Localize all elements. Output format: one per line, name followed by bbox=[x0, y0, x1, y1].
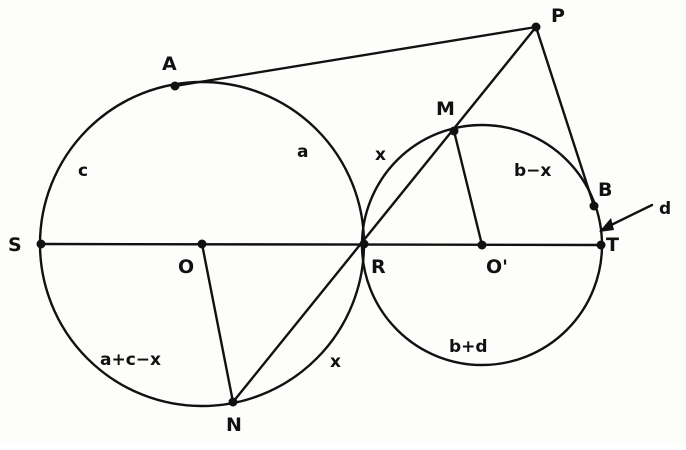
arc-label-a: a bbox=[297, 142, 308, 162]
point-N bbox=[228, 397, 238, 407]
label-A: A bbox=[162, 53, 177, 75]
secant-PN bbox=[231, 25, 538, 404]
point-O-prime bbox=[477, 240, 487, 250]
segment-PB bbox=[534, 25, 596, 208]
point-R bbox=[359, 239, 369, 249]
label-P: P bbox=[551, 5, 565, 27]
radius-O-prime-M bbox=[452, 129, 484, 247]
point-B bbox=[589, 201, 599, 211]
label-O-prime: O' bbox=[486, 256, 508, 278]
label-B: B bbox=[598, 179, 612, 201]
arc-label-x-upper: x bbox=[375, 145, 386, 165]
arc-label-a-plus-c-minus-x: a+c−x bbox=[100, 350, 161, 370]
point-A bbox=[170, 81, 180, 91]
label-M: M bbox=[436, 98, 455, 120]
arc-label-x-lower: x bbox=[330, 352, 341, 372]
label-O: O bbox=[178, 256, 194, 278]
point-O bbox=[197, 239, 207, 249]
point-T bbox=[596, 240, 606, 250]
arc-label-c: c bbox=[78, 161, 88, 181]
point-S bbox=[36, 239, 46, 249]
arc-label-d: d bbox=[659, 199, 671, 219]
arc-label-b-plus-d: b+d bbox=[449, 337, 488, 357]
radius-ON bbox=[200, 242, 235, 404]
point-M bbox=[449, 126, 459, 136]
arrow-d-head bbox=[599, 218, 614, 232]
point-P bbox=[531, 22, 541, 32]
diameter-ST bbox=[39, 242, 603, 247]
label-R: R bbox=[371, 256, 386, 278]
arc-label-b-minus-x: b−x bbox=[514, 161, 551, 181]
label-S: S bbox=[8, 234, 22, 256]
label-N: N bbox=[226, 414, 242, 436]
label-T: T bbox=[606, 234, 619, 256]
tangent-PA bbox=[173, 25, 538, 88]
